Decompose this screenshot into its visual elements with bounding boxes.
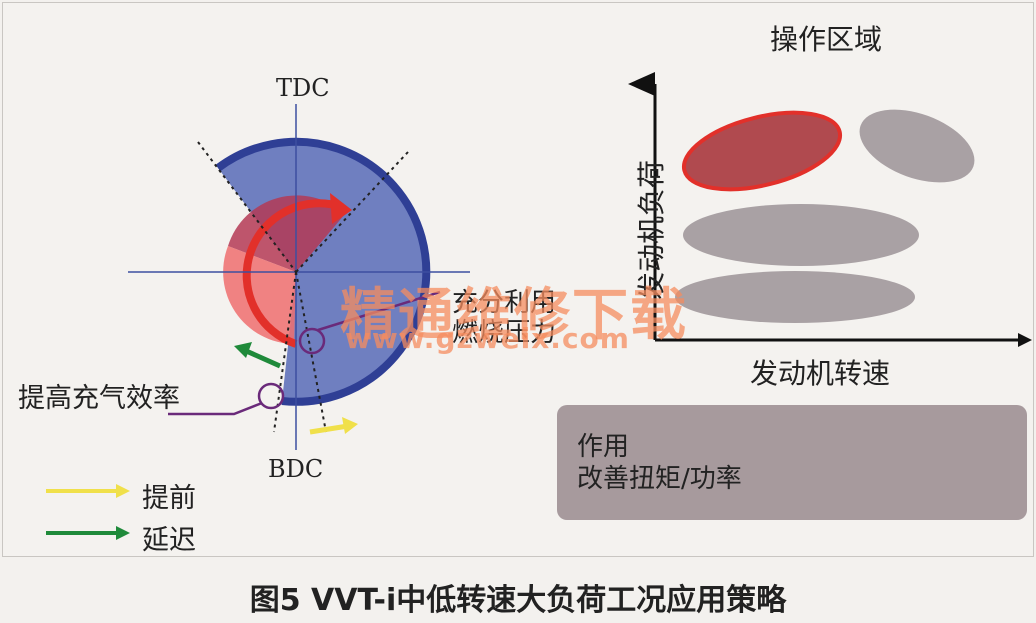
tdc-label: TDC <box>276 74 330 102</box>
legend-retard-label: 延迟 <box>142 525 196 556</box>
exhaust-arc <box>242 199 344 348</box>
region-high-load-high-speed <box>859 109 975 183</box>
effect-box <box>557 405 1027 520</box>
legend-advance-label: 提前 <box>142 483 196 514</box>
watermark-title: 精通维修下载 <box>340 283 688 348</box>
combustion-callout-circle <box>298 327 326 355</box>
legend-advance-arrow-icon <box>46 484 130 498</box>
exhaust-sector <box>223 246 296 344</box>
effect-line2: 改善扭矩/功率 <box>577 464 742 494</box>
overlap-sector <box>228 195 345 272</box>
region-low-load <box>675 271 915 323</box>
effect-line1: 作用 <box>577 432 630 462</box>
legend-retard-arrow-icon <box>46 526 130 540</box>
exhaust-arc-arrowhead <box>330 193 352 224</box>
timing-line-1 <box>197 141 297 273</box>
advance-arrow-icon <box>309 417 358 435</box>
figure-caption: 图5 VVT-i中低转速大负荷工况应用策略 <box>249 583 787 618</box>
bdc-label: BDC <box>268 455 324 483</box>
combustion-label-line2: 燃烧压力 <box>452 318 557 348</box>
watermark-url: www.gzweix.com <box>345 322 630 355</box>
region-mid-load <box>683 204 919 266</box>
efficiency-callout-leader <box>168 401 263 416</box>
chart-x-axis-label: 发动机转速 <box>750 357 891 390</box>
retard-arrow-icon <box>234 342 282 369</box>
operating-region-title: 操作区域 <box>770 23 883 56</box>
timing-line-4 <box>295 271 327 433</box>
chart-x-arrowhead <box>1018 333 1032 347</box>
combustion-label-line1: 充分利用 <box>452 288 557 318</box>
boost-efficiency-label: 提高充气效率 <box>18 383 180 414</box>
efficiency-callout-circle <box>257 382 285 410</box>
region-high-load-low-speed <box>681 110 843 192</box>
combustion-callout-leader <box>317 290 441 332</box>
intake-sector-border <box>215 137 431 406</box>
